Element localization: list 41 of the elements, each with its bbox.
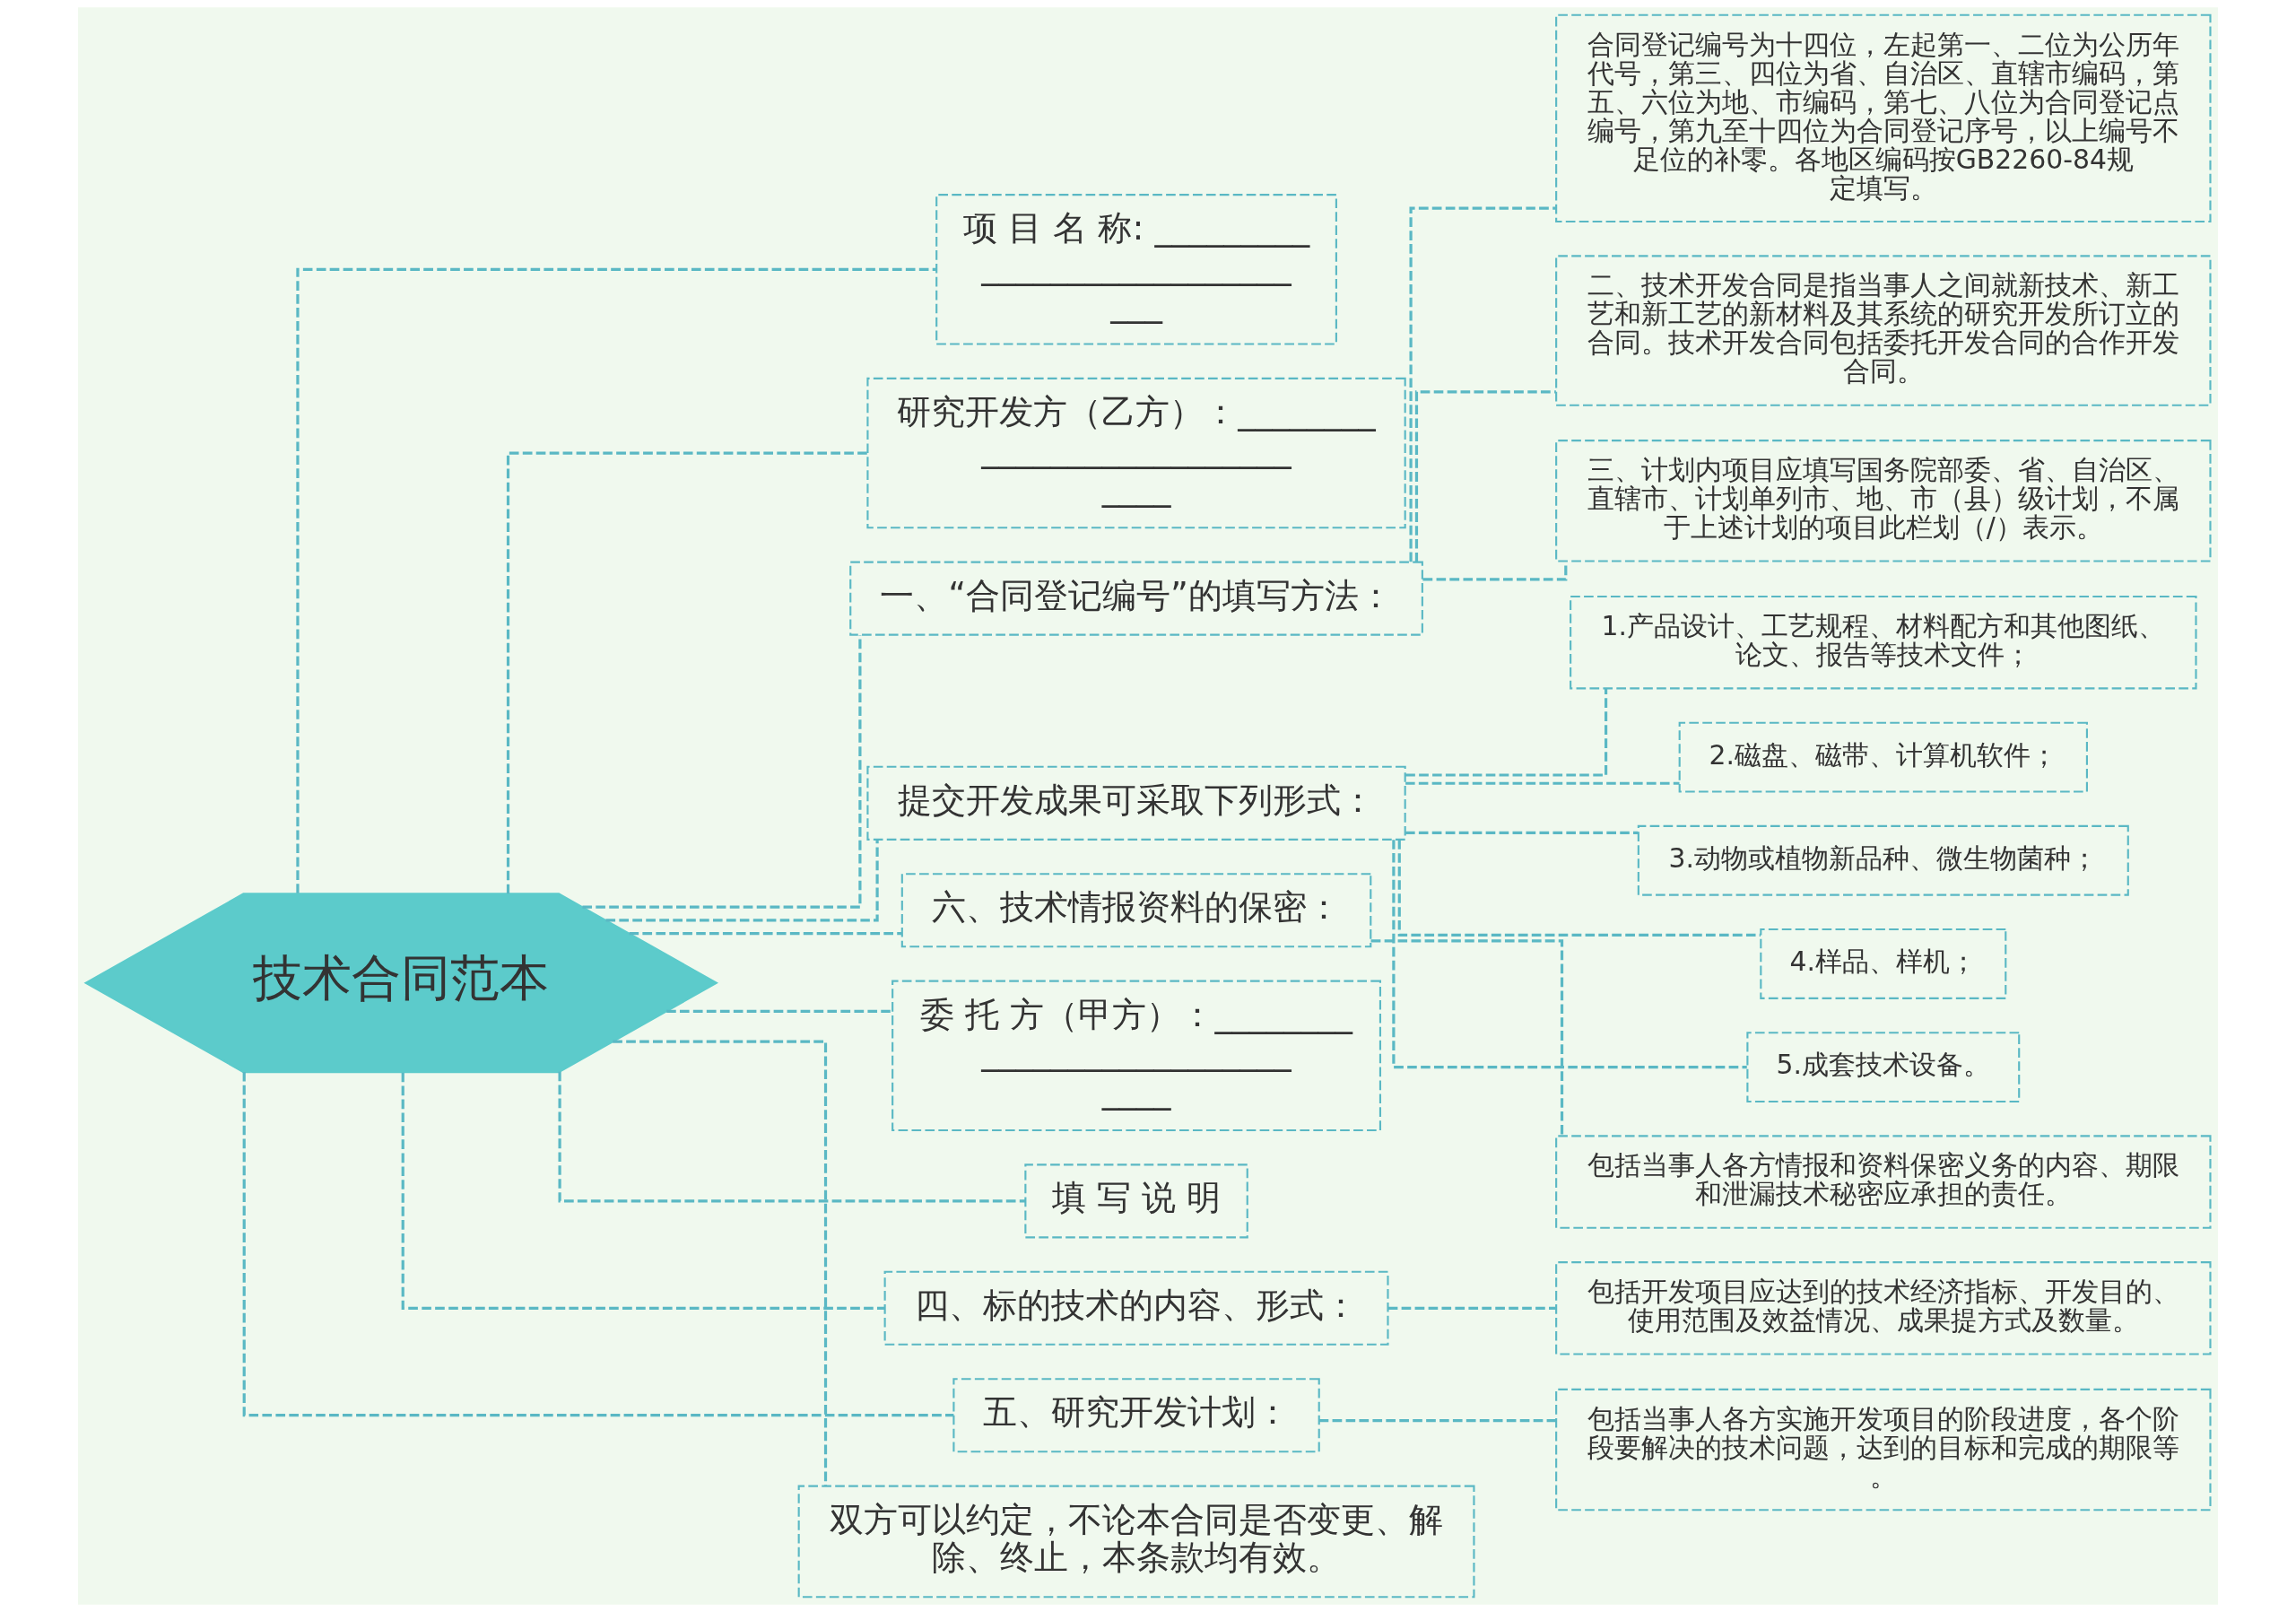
node-box: 委 托 方（甲方）：______________________________	[891, 980, 1381, 1132]
connector	[1392, 840, 1747, 1069]
node-box: 五、研究开发计划：	[952, 1378, 1320, 1453]
node-box: 4.样品、样机；	[1760, 928, 2007, 999]
connector	[296, 267, 936, 893]
connector	[582, 634, 862, 909]
connector	[1370, 939, 1564, 1136]
node-box: 一、“合同登记编号”的填写方法：	[849, 561, 1423, 636]
node-box: 研究开发方（乙方）：______________________________	[866, 377, 1406, 529]
node-box: 包括当事人各方情报和资料保密义务的内容、期限和泄漏技术秘密应承担的责任。	[1555, 1135, 2212, 1229]
connector	[1405, 688, 1608, 777]
node-box: 二、技术开发合同是指当事人之间就新技术、新工艺和新工艺的新材料及其系统的研究开发所订立的合同。技术开发合同包括委托开发合同的合作开发合同。	[1555, 255, 2212, 406]
connector	[666, 1009, 892, 1014]
node-box: 3.动物或植物新品种、微生物菌种；	[1637, 824, 2129, 896]
node-box: 提交开发成果可采取下列形式：	[866, 765, 1406, 841]
connector	[1405, 831, 1639, 834]
connector	[401, 1072, 885, 1310]
node-box: 填 写 说 明	[1024, 1163, 1248, 1239]
connector	[1318, 1418, 1556, 1423]
node-box: 1.产品设计、工艺规程、材料配方和其他图纸、论文、报告等技术文件；	[1570, 595, 2197, 690]
connector	[1414, 390, 1556, 562]
connector	[629, 931, 902, 936]
connector	[1387, 1306, 1556, 1310]
node-box: 项 目 名 称: ______________________________	[935, 194, 1337, 345]
node-box: 三、计划内项目应填写国务院部委、省、自治区、直辖市、计划单列市、地、市（县）级计划，不属于上述计划的项目此栏划（/）表示。	[1555, 440, 2212, 562]
connector	[1397, 840, 1761, 937]
connector	[558, 1071, 1026, 1203]
connector	[506, 451, 867, 894]
connector	[242, 1072, 954, 1417]
connector	[1405, 781, 1680, 785]
node-box: 包括开发项目应达到的技术经济指标、开发目的、使用范围及效益情况、成果提方式及数量。	[1555, 1261, 2212, 1355]
node-box: 六、技术情报资料的保密：	[900, 873, 1372, 948]
connector	[605, 839, 879, 922]
node-box: 包括当事人各方实施开发项目的阶段进度，各个阶段要解决的技术问题，达到的目标和完成的期限等。	[1555, 1388, 2212, 1512]
node-box: 合同登记编号为十四位，左起第一、二位为公历年代号，第三、四位为省、自治区、直辖市编码，第五、六位为地、市编码，第七、八位为合同登记点编号，第九至十四位为合同登记序号，以上编号不足位的补零。各地区编码按GB2260-84规定填写。	[1555, 13, 2212, 223]
node-box: 四、标的技术的内容、形式：	[883, 1270, 1389, 1346]
connector	[1409, 206, 1556, 562]
node-box: 5.成套技术设备。	[1746, 1032, 2021, 1103]
node-box: 双方可以约定，不论本合同是否变更、解除、终止，本条款均有效。	[797, 1485, 1475, 1599]
connector	[613, 1040, 828, 1486]
node-box: 2.磁盘、磁带、计算机软件；	[1678, 721, 2088, 793]
